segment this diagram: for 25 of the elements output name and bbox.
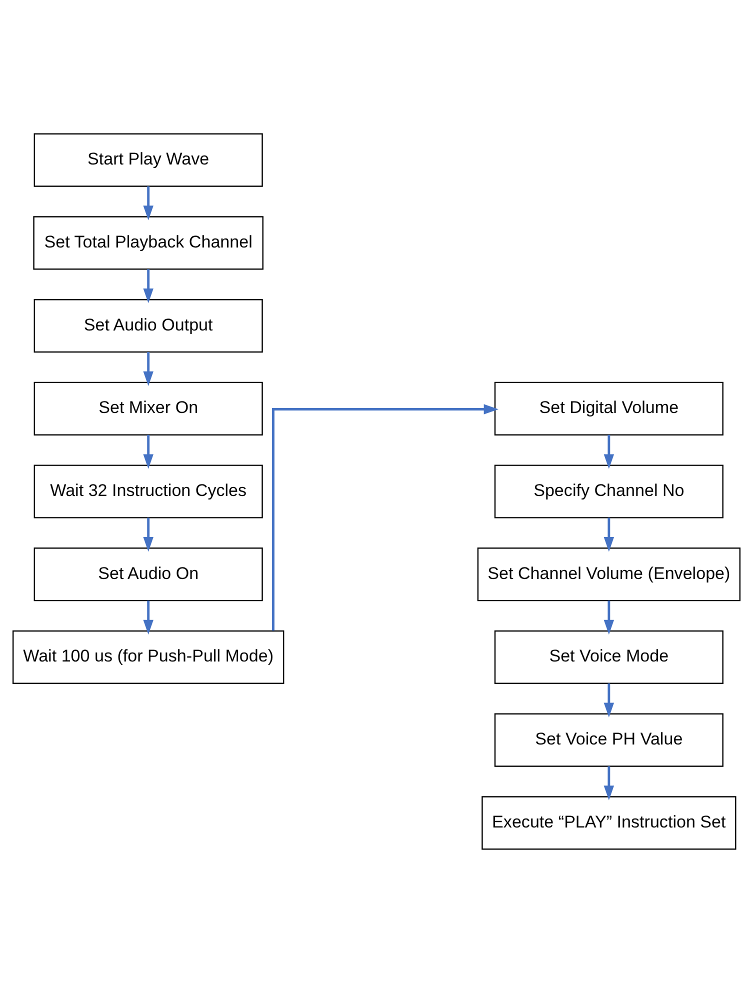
arrow	[143, 434, 154, 468]
node-box: Wait 100 us (for Push-Pull Mode)	[12, 630, 284, 684]
node-box: Wait 32 Instruction Cycles	[34, 464, 263, 518]
arrow	[604, 682, 614, 717]
arrow	[604, 766, 614, 800]
node-box: Set Voice PH Value	[494, 712, 724, 766]
node-box: Set Digital Volume	[494, 381, 724, 435]
node-box: Set Audio On	[34, 547, 263, 601]
node-box: Specify Channel No	[494, 464, 724, 518]
arrow	[143, 600, 154, 634]
node-box: Start Play Wave	[34, 132, 263, 186]
arrow	[272, 404, 498, 630]
arrow	[143, 517, 154, 552]
arrow	[143, 352, 154, 386]
node-box: Execute “PLAY” Instruction Set	[482, 796, 736, 850]
arrow	[604, 517, 614, 552]
node-box: Set Total Playback Channel	[33, 216, 264, 270]
node-box: Set Channel Volume (Envelope)	[477, 547, 741, 601]
arrow	[604, 434, 614, 468]
arrow	[604, 600, 614, 634]
node-box: Set Audio Output	[34, 298, 263, 352]
arrow	[143, 268, 154, 303]
node-box: Set Mixer On	[34, 381, 263, 435]
arrow	[143, 186, 154, 220]
node-box: Set Voice Mode	[494, 630, 724, 684]
